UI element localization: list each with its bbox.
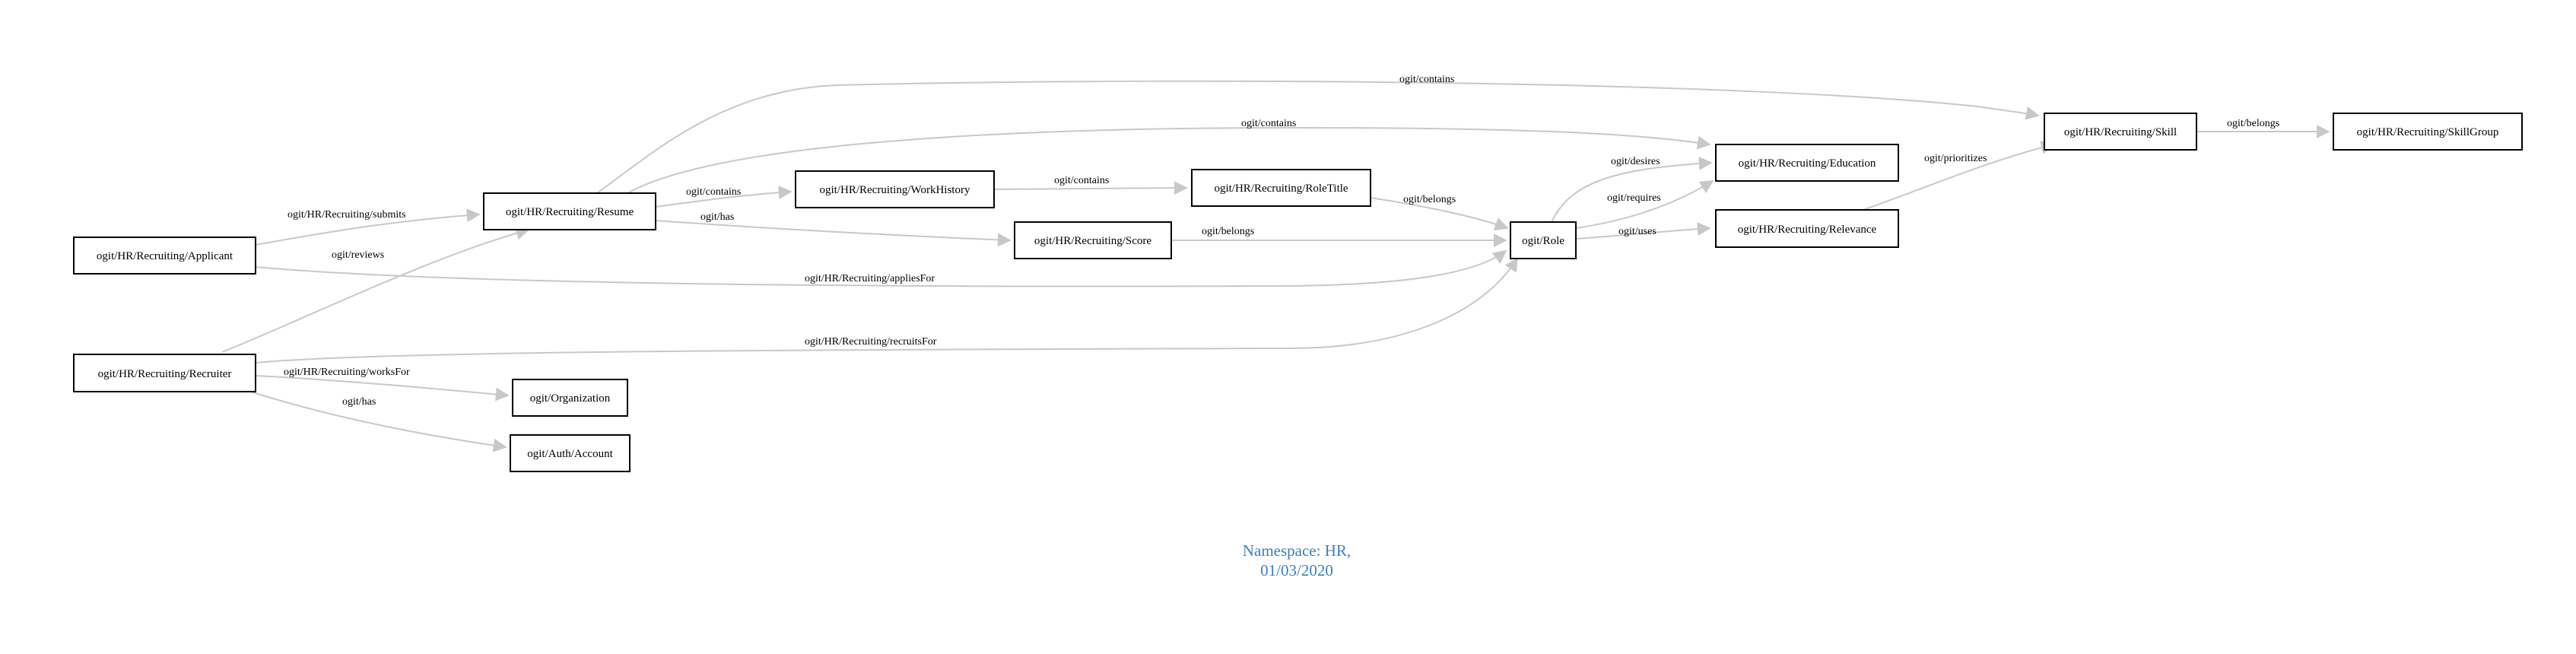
node-resume[interactable]: ogit/HR/Recruiting/Resume xyxy=(483,192,656,230)
node-label-organization: ogit/Organization xyxy=(530,392,611,405)
edge-label-submits: ogit/HR/Recruiting/submits xyxy=(287,209,406,221)
edge-label-requires: ogit/requires xyxy=(1607,192,1661,204)
node-label-relevance: ogit/HR/Recruiting/Relevance xyxy=(1738,224,1877,236)
edge-recruiter-org xyxy=(255,375,510,402)
edge-label-has-account: ogit/has xyxy=(342,396,376,408)
edge-label-contains-workhistory: ogit/contains xyxy=(686,186,741,198)
edge-label-contains-skill: ogit/contains xyxy=(1399,74,1454,85)
edge-role-education-desires xyxy=(1551,157,1713,223)
edge-label-belongs-skillgroup: ogit/belongs xyxy=(2227,118,2279,129)
edge-label-recruitsfor: ogit/HR/Recruiting/recruitsFor xyxy=(805,336,937,348)
edge-label-prioritizes: ogit/prioritizes xyxy=(1924,153,1987,164)
node-account[interactable]: ogit/Auth/Account xyxy=(510,434,631,472)
node-label-resume: ogit/HR/Recruiting/Resume xyxy=(506,206,634,218)
edge-resume-skill xyxy=(596,80,2040,194)
edges: ogit/HR/Recruiting/submits ogit/HR/Recru… xyxy=(221,74,2330,452)
edge-resume-score xyxy=(655,220,1012,247)
edge-label-belongs-score: ogit/belongs xyxy=(1202,226,1254,237)
edge-label-uses: ogit/uses xyxy=(1618,226,1656,237)
node-workhistory[interactable]: ogit/HR/Recruiting/WorkHistory xyxy=(795,170,995,208)
edge-label-reviews: ogit/reviews xyxy=(332,249,384,261)
edge-label-contains-roletitle: ogit/contains xyxy=(1054,175,1109,186)
edge-role-education-requires xyxy=(1575,180,1714,229)
edge-workhistory-roletitle xyxy=(993,181,1188,195)
node-recruiter[interactable]: ogit/HR/Recruiting/Recruiter xyxy=(73,354,256,392)
edge-recruiter-role xyxy=(255,257,1518,364)
node-education[interactable]: ogit/HR/Recruiting/Education xyxy=(1715,144,1899,182)
node-label-account: ogit/Auth/Account xyxy=(527,448,613,460)
edge-applicant-resume xyxy=(255,208,481,246)
diagram-footer: Namespace: HR, 01/03/2020 xyxy=(1243,541,1351,579)
node-relevance[interactable]: ogit/HR/Recruiting/Relevance xyxy=(1715,209,1899,248)
footer-date: 01/03/2020 xyxy=(1260,561,1333,579)
node-role[interactable]: ogit/Role xyxy=(1510,221,1577,259)
node-label-skillgroup: ogit/HR/Recruiting/SkillGroup xyxy=(2357,126,2499,138)
node-label-recruiter: ogit/HR/Recruiting/Recruiter xyxy=(98,368,232,380)
edge-recruiter-resume xyxy=(221,226,530,353)
edge-label-belongs-roletitle: ogit/belongs xyxy=(1403,194,1456,205)
node-label-workhistory: ogit/HR/Recruiting/WorkHistory xyxy=(820,184,970,196)
node-label-education: ogit/HR/Recruiting/Education xyxy=(1739,157,1876,170)
edge-label-has-score: ogit/has xyxy=(700,211,734,223)
node-score[interactable]: ogit/HR/Recruiting/Score xyxy=(1014,221,1172,259)
edge-resume-education xyxy=(627,126,1711,194)
edge-label-appliesfor: ogit/HR/Recruiting/appliesFor xyxy=(805,273,935,284)
edge-applicant-role xyxy=(255,249,1507,287)
edge-relevance-skill xyxy=(1863,141,2055,211)
edge-label-contains-education: ogit/contains xyxy=(1241,118,1296,129)
edge-recruiter-account xyxy=(238,387,507,452)
edge-label-worksfor: ogit/HR/Recruiting/worksFor xyxy=(284,367,410,378)
node-label-roletitle: ogit/HR/Recruiting/RoleTitle xyxy=(1214,183,1348,195)
edge-label-desires: ogit/desires xyxy=(1611,156,1660,167)
node-label-applicant: ogit/HR/Recruiting/Applicant xyxy=(97,250,233,262)
node-applicant[interactable]: ogit/HR/Recruiting/Applicant xyxy=(73,237,256,275)
node-label-skill: ogit/HR/Recruiting/Skill xyxy=(2064,126,2177,138)
nodes: ogit/HR/Recruiting/Applicant ogit/HR/Rec… xyxy=(73,113,2523,472)
node-skill[interactable]: ogit/HR/Recruiting/Skill xyxy=(2044,113,2197,151)
edge-roletitle-role xyxy=(1370,197,1509,231)
node-skillgroup[interactable]: ogit/HR/Recruiting/SkillGroup xyxy=(2333,113,2523,151)
node-roletitle[interactable]: ogit/HR/Recruiting/RoleTitle xyxy=(1191,169,1371,207)
footer-namespace: Namespace: HR, xyxy=(1243,541,1351,560)
edge-resume-workhistory xyxy=(655,186,792,208)
edge-role-relevance xyxy=(1575,222,1711,240)
node-label-role: ogit/Role xyxy=(1522,235,1564,247)
node-organization[interactable]: ogit/Organization xyxy=(512,379,628,417)
node-label-score: ogit/HR/Recruiting/Score xyxy=(1034,235,1151,247)
